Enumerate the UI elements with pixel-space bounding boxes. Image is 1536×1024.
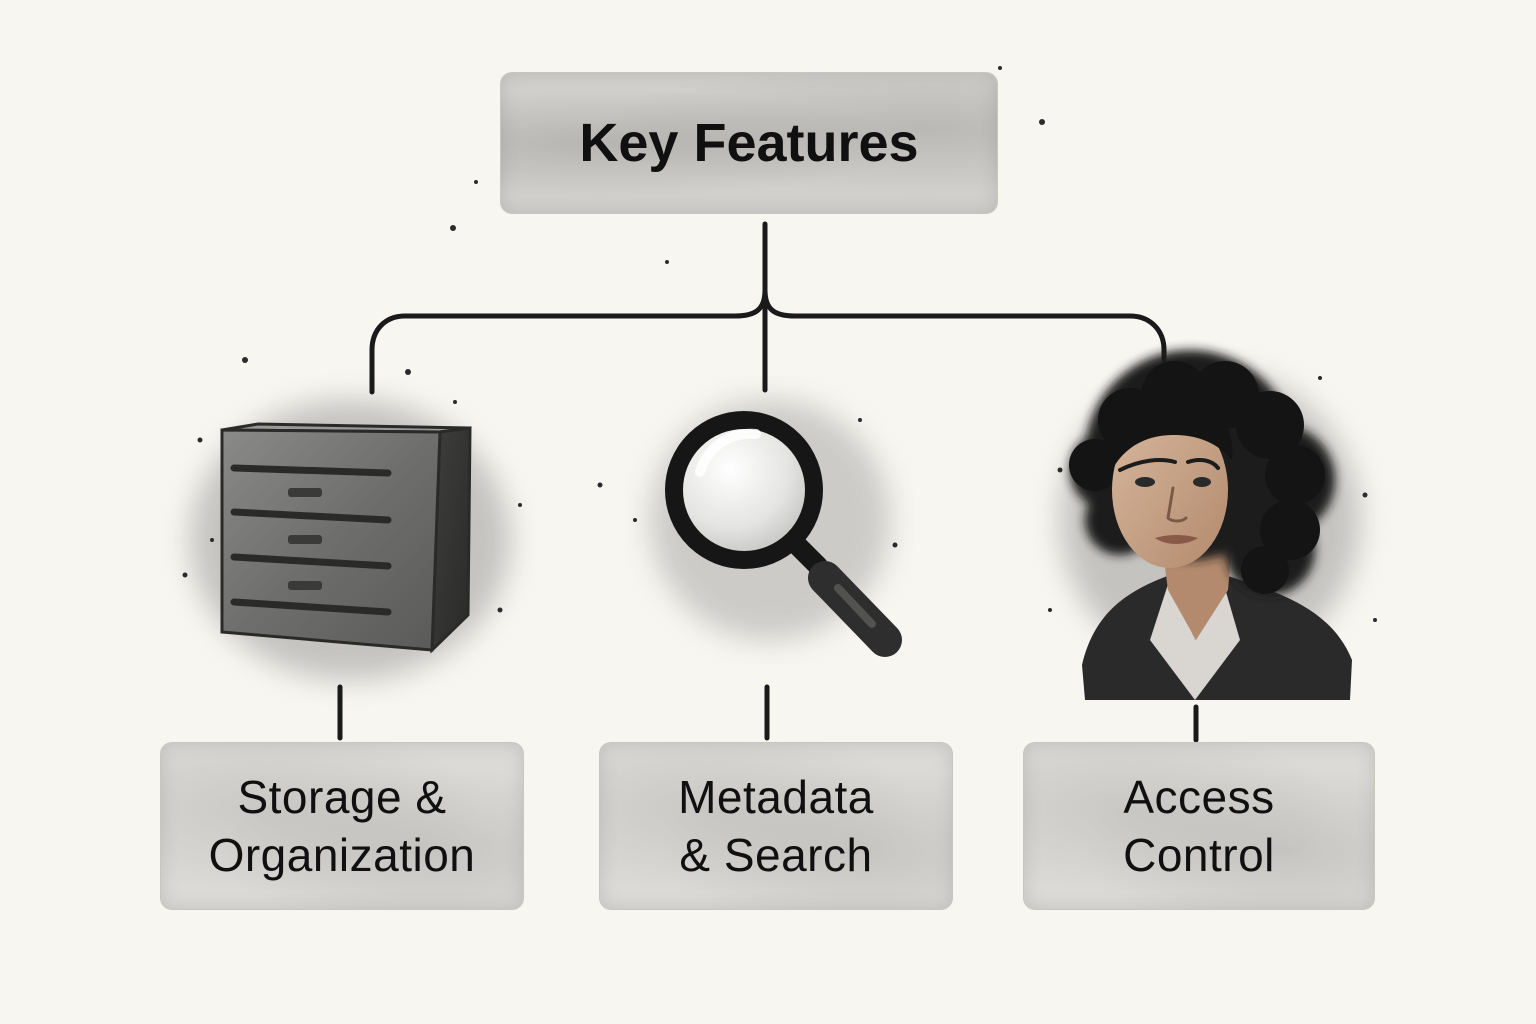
leaf-label-line1: Storage & bbox=[237, 771, 447, 823]
branch-right bbox=[762, 287, 1167, 363]
connector-lines bbox=[337, 221, 1199, 743]
leaf-node-metadata-search: Metadata & Search bbox=[599, 742, 953, 910]
root-node-label: Key Features bbox=[579, 113, 919, 173]
leaf-label-line2: Control bbox=[1123, 829, 1275, 881]
leaf-label-line2: & Search bbox=[679, 829, 873, 881]
leaf-node-access-control: Access Control bbox=[1023, 742, 1375, 910]
branch-left bbox=[369, 287, 768, 395]
leaf-label-line1: Access bbox=[1123, 771, 1275, 823]
ink-speckles bbox=[182, 66, 1377, 622]
leaf-label-line2: Organization bbox=[208, 829, 476, 881]
leaf-label-line1: Metadata bbox=[678, 771, 874, 823]
magnifying-glass-icon bbox=[665, 411, 902, 657]
person-portrait-icon bbox=[1069, 350, 1352, 700]
leaf-node-storage-organization: Storage & Organization bbox=[160, 742, 524, 910]
storage-cabinet-icon bbox=[220, 422, 472, 654]
root-node-key-features: Key Features bbox=[500, 72, 998, 214]
